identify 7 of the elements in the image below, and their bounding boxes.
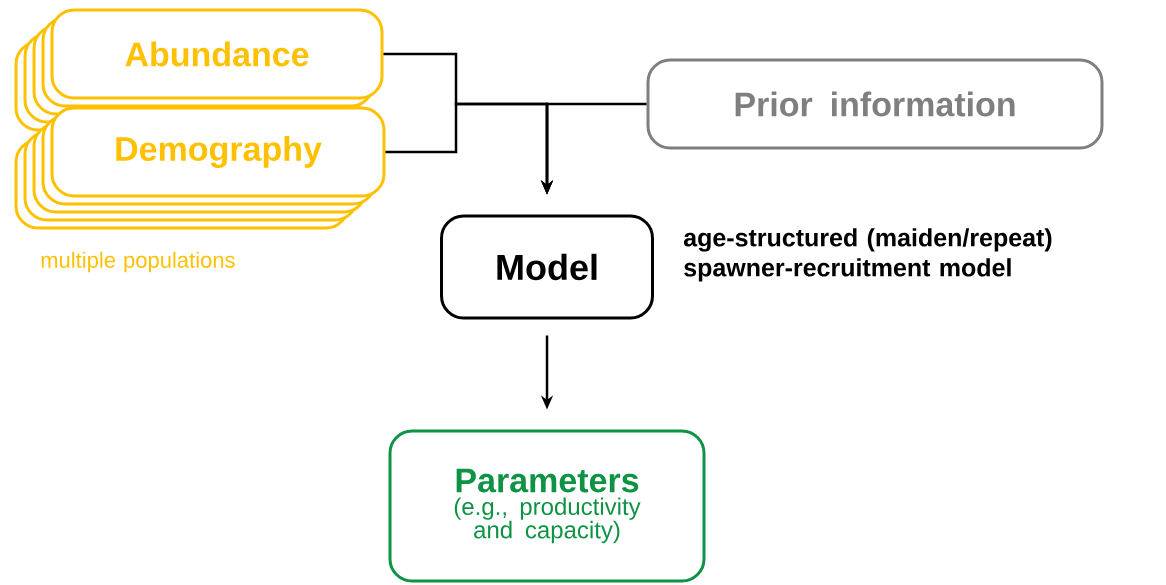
caption-text: multiple populations xyxy=(41,251,235,273)
process-box: Parameters (e.g., productivity and capacity) xyxy=(388,429,706,583)
process-box: Abundance xyxy=(50,8,384,100)
process-box: Prior information xyxy=(646,58,1104,150)
annotation-text: age-structured (maiden/repeat) spawner-recruitment model xyxy=(683,228,1052,282)
process-box: Model xyxy=(440,214,654,320)
process-box: Demography xyxy=(50,106,386,198)
